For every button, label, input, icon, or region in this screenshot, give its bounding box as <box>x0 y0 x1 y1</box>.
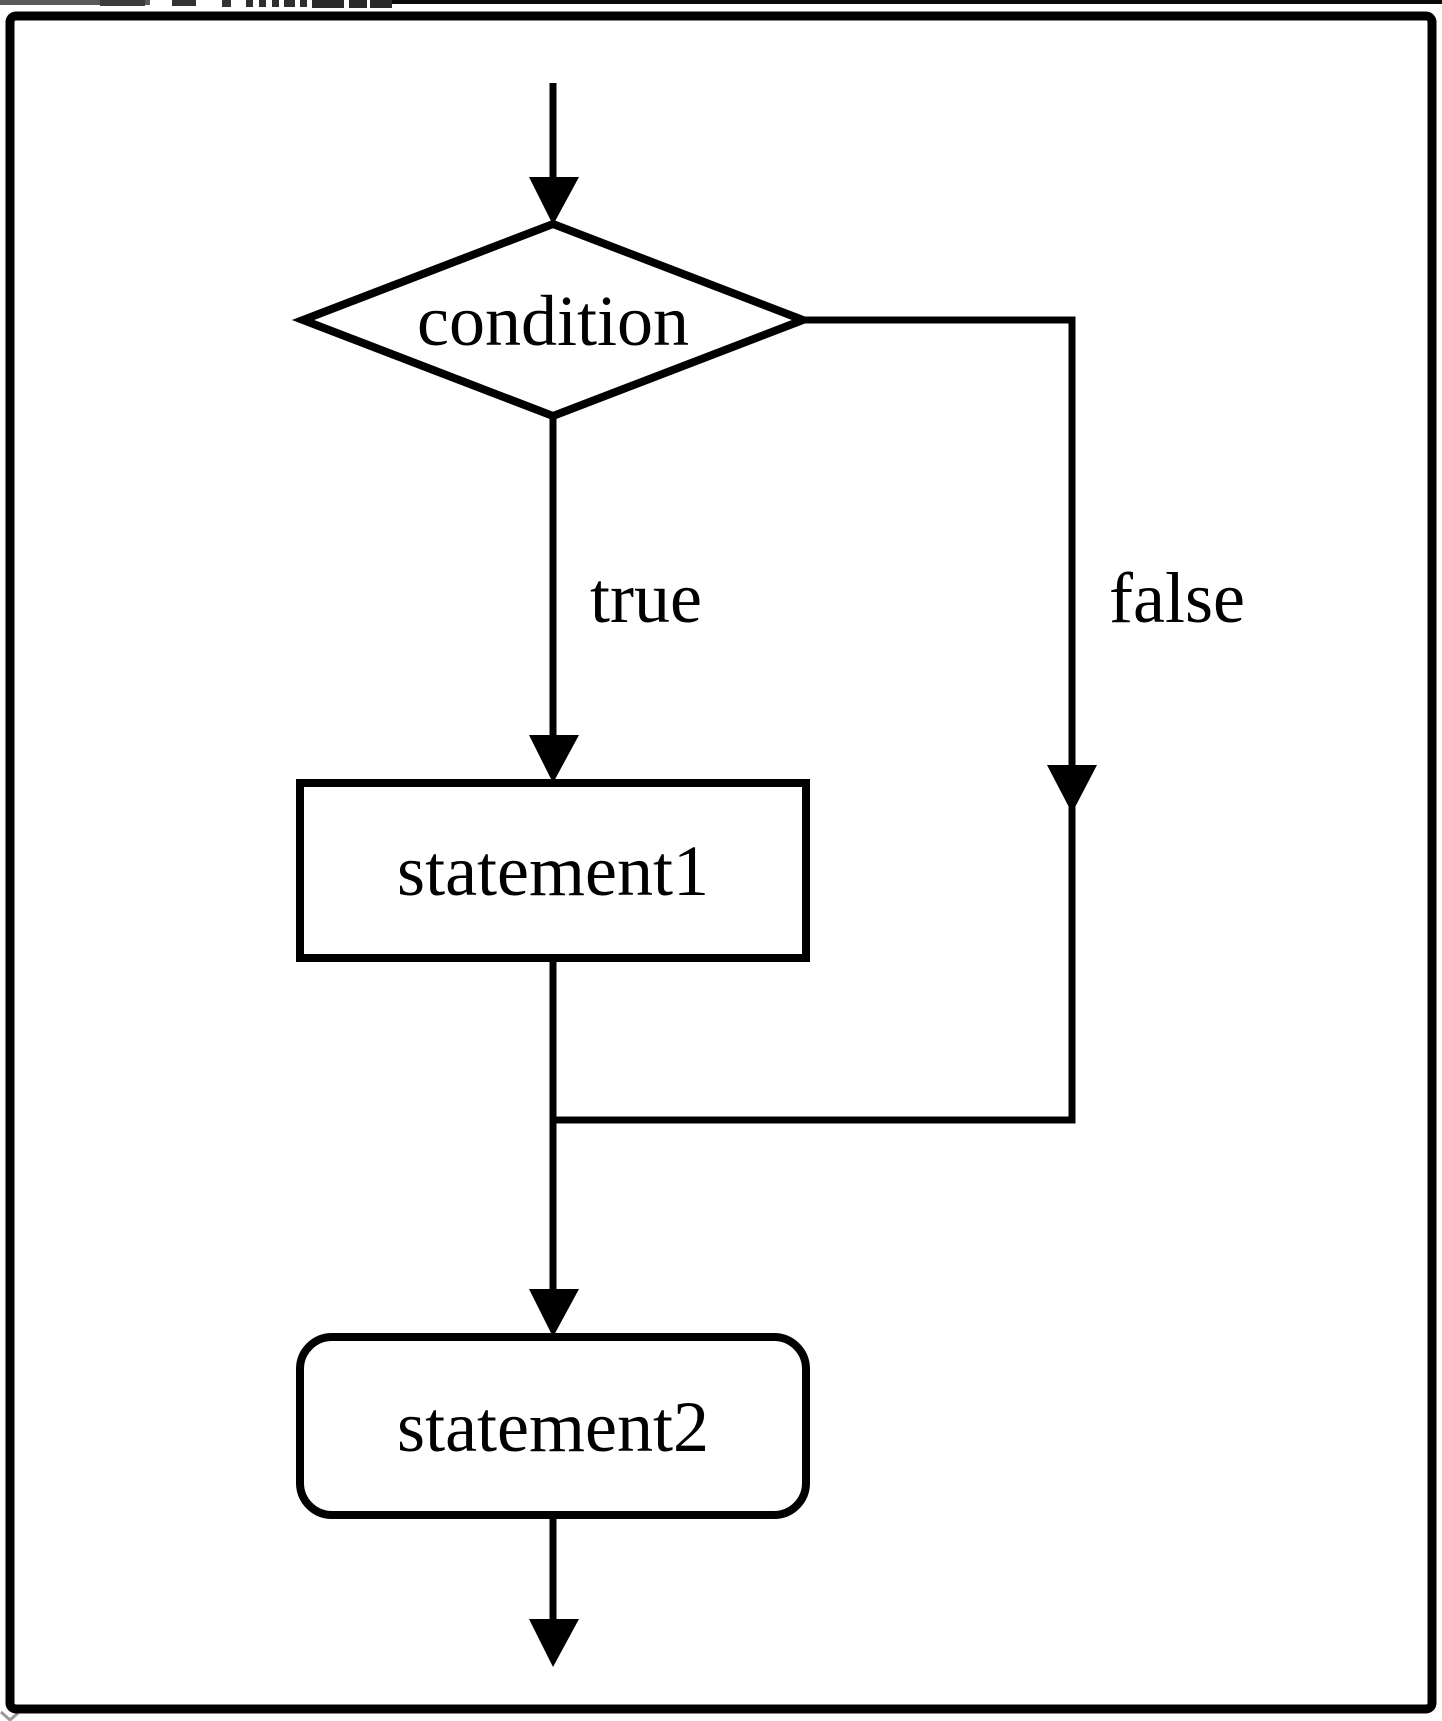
edge-entry-to-condition <box>529 83 579 225</box>
toolbar-fragment-black-bar <box>392 0 1442 4</box>
true-branch-arrowhead-icon <box>529 735 579 783</box>
edge-condition-true-to-statement1 <box>529 416 579 783</box>
toolbar-fragment-glyph <box>300 0 307 7</box>
node-condition: condition <box>291 219 815 421</box>
true-edge-label: true <box>590 558 702 638</box>
false-branch-line <box>553 316 1076 1124</box>
false-branch-arrowhead-icon <box>1047 765 1097 813</box>
toolbar-fragment-gray-bar <box>0 0 150 5</box>
figure-border <box>5 11 1437 1714</box>
node-statement1: statement1 <box>296 779 810 962</box>
toolbar-fragment-glyph-cluster <box>349 0 367 8</box>
false-edge-label: false <box>1109 558 1245 638</box>
statement1-box-shape <box>296 779 810 962</box>
entry-arrowhead-icon <box>529 177 579 225</box>
merge-arrowhead-icon <box>529 1289 579 1337</box>
toolbar-fragment-icon <box>172 0 196 6</box>
toolbar-fragment-glyph <box>284 0 295 7</box>
condition-diamond-shape <box>291 219 815 421</box>
statement1-label: statement1 <box>397 831 709 911</box>
cropped-cursor-artifact <box>0 1710 19 1721</box>
statement2-box-shape <box>296 1333 810 1519</box>
toolbar-fragment-glyph-cluster <box>370 0 392 8</box>
toolbar-fragment-dark-segment <box>100 0 145 6</box>
node-statement2: statement2 <box>296 1333 810 1519</box>
toolbar-fragment-glyph <box>259 0 266 7</box>
toolbar-fragment-glyph <box>272 0 279 7</box>
edge-statement1-to-statement2 <box>529 958 579 1337</box>
statement2-label: statement2 <box>397 1387 709 1467</box>
exit-arrowhead-icon <box>529 1619 579 1667</box>
edge-condition-false-to-merge <box>553 316 1097 1124</box>
condition-label: condition <box>417 281 689 361</box>
edge-statement2-to-exit <box>529 1515 579 1667</box>
toolbar-fragment-slash <box>222 0 231 7</box>
toolbar-fragment-glyph-cluster <box>312 0 344 8</box>
toolbar-fragment-glyph <box>246 0 253 7</box>
